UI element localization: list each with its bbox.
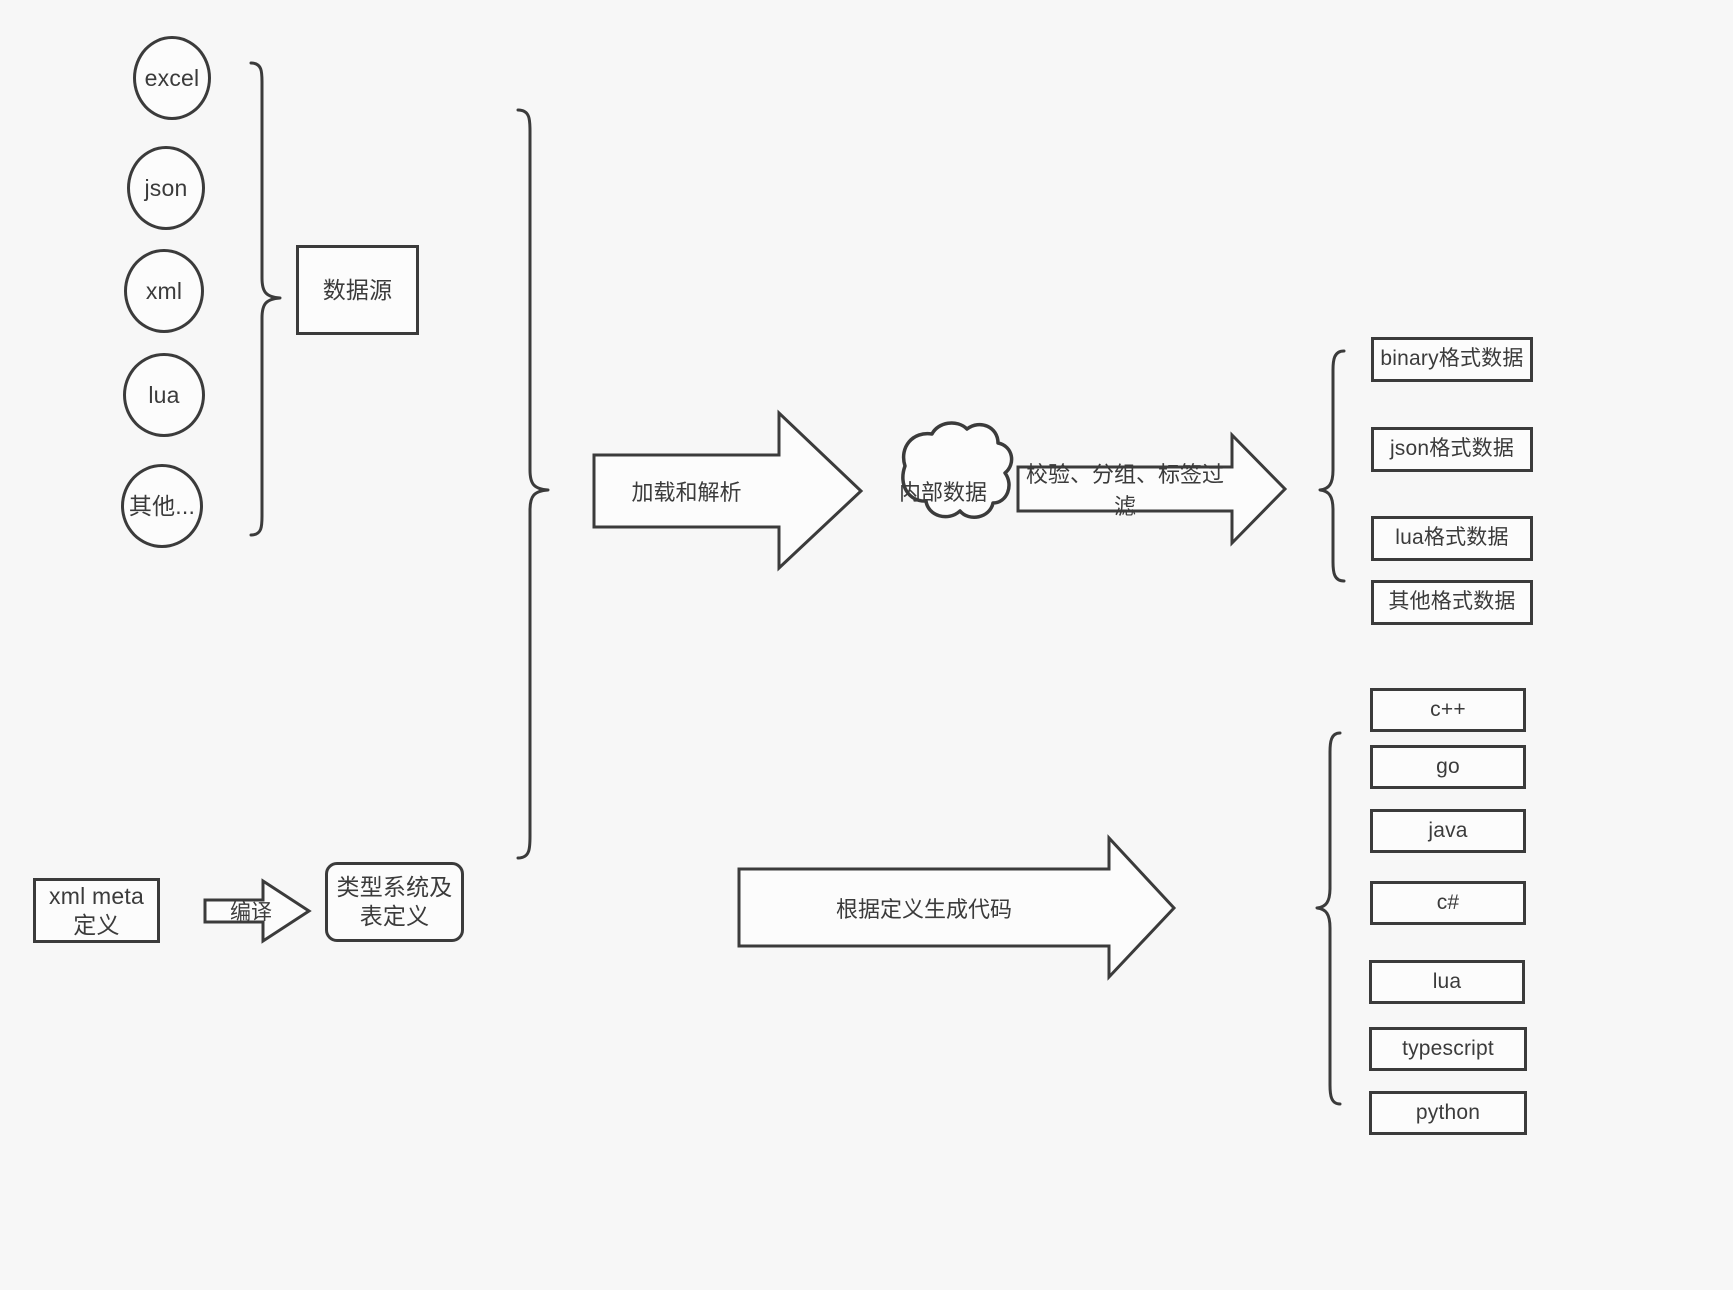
output-language-lua[interactable]: lua [1369, 960, 1525, 1004]
source-node-lua[interactable]: lua [123, 353, 205, 437]
output-language-typescript[interactable]: typescript [1369, 1027, 1527, 1071]
output-language-label: typescript [1402, 1036, 1494, 1060]
output-language-label: c++ [1430, 697, 1466, 721]
xml-meta-definition-box[interactable]: xml meta定义 [33, 878, 160, 943]
source-label: xml [145, 277, 183, 304]
output-language-label: c# [1436, 890, 1460, 914]
source-label: json [144, 174, 188, 201]
formats-brace [1318, 349, 1346, 583]
output-format-other[interactable]: 其他格式数据 [1371, 580, 1533, 625]
output-language-csharp[interactable]: c# [1370, 881, 1526, 925]
source-label: excel [144, 64, 200, 91]
output-language-python[interactable]: python [1369, 1091, 1527, 1135]
languages-brace [1315, 731, 1342, 1106]
type-system-label: 类型系统及表定义 [336, 874, 453, 929]
output-format-label: json格式数据 [1389, 437, 1515, 461]
inputs-brace [516, 108, 550, 860]
source-label: lua [148, 381, 180, 408]
output-language-label: go [1436, 754, 1460, 778]
load-parse-arrow [592, 409, 864, 572]
source-node-other[interactable]: 其他... [121, 464, 203, 548]
compile-arrow [203, 878, 312, 944]
output-language-cpp[interactable]: c++ [1370, 688, 1526, 732]
output-language-label: python [1415, 1100, 1481, 1124]
output-format-binary[interactable]: binary格式数据 [1371, 337, 1533, 382]
source-label: 其他... [128, 492, 196, 519]
internal-data-cloud [901, 421, 1014, 519]
source-node-json[interactable]: json [127, 146, 205, 230]
source-node-excel[interactable]: excel [133, 36, 211, 120]
output-language-go[interactable]: go [1370, 745, 1526, 789]
output-language-label: java [1428, 818, 1468, 842]
codegen-arrow [737, 834, 1177, 981]
source-node-xml[interactable]: xml [124, 249, 204, 333]
xml-meta-definition-label: xml meta定义 [49, 882, 144, 938]
filter-arrow [1016, 431, 1288, 547]
data-source-label: 数据源 [322, 276, 393, 303]
output-format-label: 其他格式数据 [1388, 590, 1516, 614]
type-system-box[interactable]: 类型系统及表定义 [325, 862, 464, 942]
data-source-box[interactable]: 数据源 [296, 245, 419, 335]
output-format-lua[interactable]: lua格式数据 [1371, 516, 1533, 561]
output-language-label: lua [1432, 969, 1462, 993]
output-format-json[interactable]: json格式数据 [1371, 427, 1533, 472]
output-language-java[interactable]: java [1370, 809, 1526, 853]
output-format-label: binary格式数据 [1380, 347, 1524, 371]
sources-brace [249, 61, 282, 537]
output-format-label: lua格式数据 [1395, 526, 1509, 550]
